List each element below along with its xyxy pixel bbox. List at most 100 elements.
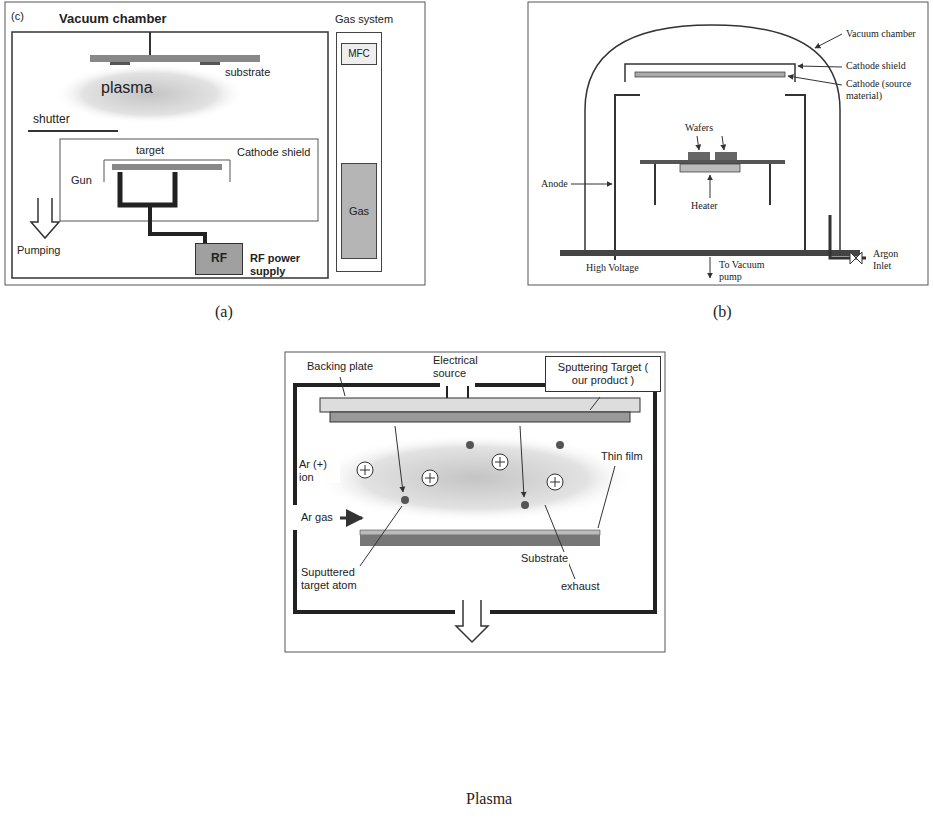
part-label: Pumping — [16, 244, 61, 257]
illustration-path — [625, 64, 795, 82]
illustration-rect — [320, 398, 640, 412]
part-label: Argon Inlet — [872, 248, 914, 271]
illustration-path — [120, 172, 175, 205]
illustration-rect — [640, 160, 785, 164]
part-label: plasma — [100, 79, 154, 97]
node-label: Sputtering Target ( our product ) — [550, 361, 656, 386]
illustration-circle — [357, 462, 373, 478]
illustration-rect — [90, 55, 260, 62]
illustration-line — [654, 164, 656, 205]
illustration-line — [598, 466, 615, 528]
node-label: Gas system — [335, 13, 393, 26]
illustration-path — [104, 160, 230, 182]
illustration-rect — [112, 164, 222, 170]
illustration-line — [467, 386, 469, 398]
illustration-path — [785, 95, 805, 250]
illustration-ellipse — [55, 64, 245, 124]
illustration-path — [585, 25, 840, 250]
illustration-line — [815, 34, 842, 48]
target-sputter-panel — [285, 352, 665, 652]
argon-ions — [357, 454, 563, 490]
illustration-rect — [330, 412, 630, 422]
part-label: Electrical source — [432, 354, 494, 379]
illustration-path — [850, 252, 862, 264]
illustration-line — [590, 397, 600, 410]
illustration-path — [830, 215, 866, 258]
part-label: Cathode shield — [845, 60, 907, 72]
illustration-line — [710, 175, 711, 198]
illustration-rect — [12, 32, 328, 278]
target-product-box: Sputtering Target ( our product ) — [545, 356, 661, 392]
part-label: Suputtered target atom — [300, 566, 382, 591]
illustration-rect — [110, 62, 130, 65]
illustration-rect — [285, 352, 665, 652]
illustration-path — [360, 465, 370, 475]
part-label: Heater — [690, 200, 719, 212]
illustration-rect — [200, 62, 220, 65]
illustration-line — [722, 136, 724, 150]
illustration-circle — [521, 501, 529, 509]
illustration-path — [425, 473, 435, 483]
illustration-path — [456, 600, 488, 642]
illustration-rect — [5, 2, 425, 285]
illustration-line — [697, 136, 699, 150]
part-label: Wafers — [684, 122, 714, 134]
illustration-circle — [556, 441, 564, 449]
illustration-line — [769, 164, 771, 205]
part-label: High Voltage — [585, 262, 640, 274]
dc-sputter-panel — [528, 2, 928, 285]
part-label: shutter — [32, 113, 71, 127]
node-caption: RF power supply — [250, 252, 312, 277]
illustration-line — [571, 184, 612, 185]
chamber-label: Vacuum chamber — [58, 12, 168, 27]
illustration-line — [360, 506, 402, 566]
part-label: Substrate — [520, 552, 569, 565]
illustration-line — [149, 32, 151, 55]
illustration-line — [710, 257, 711, 278]
chamber-label: Vacuum chamber — [845, 28, 917, 40]
part-label: target — [135, 144, 165, 157]
illustration-rect — [360, 535, 600, 546]
illustration-line — [520, 426, 524, 497]
illustration-line — [545, 505, 575, 579]
part-label: substrate — [224, 66, 271, 79]
part-label: exhaust — [560, 580, 601, 593]
illustration-line — [28, 130, 118, 132]
part-label: Backing plate — [306, 360, 374, 373]
illustration-line — [798, 66, 842, 67]
panel-letter: (b) — [712, 303, 733, 321]
illustration-rect — [528, 2, 928, 285]
panel-letter: (a) — [214, 303, 234, 321]
illustration-circle — [466, 441, 474, 449]
node-label: MFC — [348, 48, 370, 60]
sputtered-atoms — [401, 441, 564, 509]
rf-sputter-panel — [5, 2, 425, 285]
illustration-circle — [422, 470, 438, 486]
illustration-rect — [680, 164, 740, 172]
node-label: RF — [211, 252, 227, 266]
illustration-circle — [547, 474, 563, 490]
illustration-rect — [688, 152, 710, 160]
illustration-line — [614, 256, 616, 260]
illustration-path — [550, 477, 560, 487]
part-label: Ar gas — [300, 511, 334, 524]
part-label: To Vacuum pump — [718, 259, 782, 282]
illustration-ellipse — [315, 434, 635, 522]
illustration-path — [495, 457, 505, 467]
illustration-line — [340, 517, 362, 520]
part-label: Cathode (source material) — [845, 78, 927, 101]
illustration-line — [340, 377, 345, 396]
part-label: Ar (+) ion — [298, 458, 340, 483]
illustration-rect — [715, 152, 737, 160]
panel-letter: (c) — [10, 10, 25, 23]
part-label: Plasma — [465, 790, 513, 808]
illustration-line — [395, 426, 403, 492]
mfc-box: MFC — [341, 43, 377, 65]
rf-supply-box: RFRF power supply — [195, 243, 243, 275]
node-label: Gas — [349, 205, 369, 218]
part-label: Anode — [540, 178, 569, 190]
part-label: Thin film — [600, 450, 644, 463]
